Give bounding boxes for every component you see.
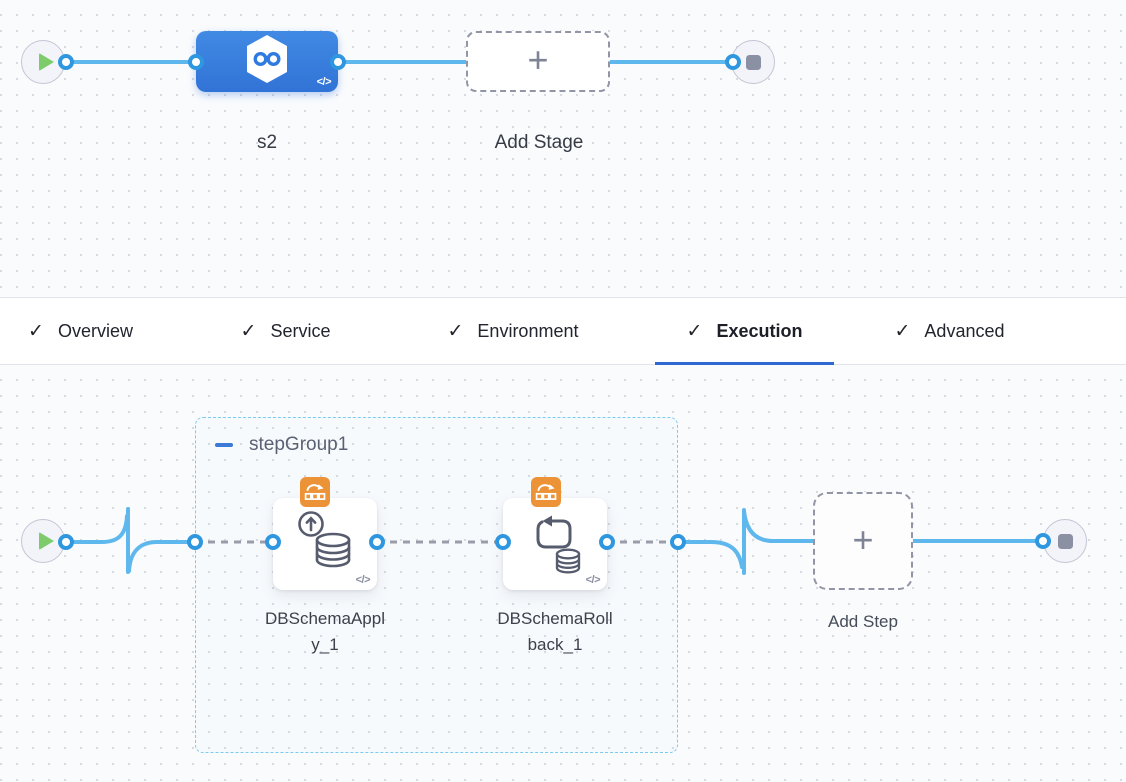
add-stage-label: Add Stage xyxy=(494,132,584,153)
tab-service[interactable]: ✓ Service xyxy=(240,320,331,342)
add-step-label: Add Step xyxy=(828,612,898,631)
stop-icon xyxy=(745,54,761,70)
check-icon: ✓ xyxy=(240,320,257,342)
execution-start-node[interactable] xyxy=(21,519,65,563)
port-step2-out[interactable] xyxy=(599,534,615,550)
add-stage-button[interactable]: + xyxy=(466,31,610,92)
db-schema-apply-icon xyxy=(296,510,354,579)
minus-icon xyxy=(215,443,233,447)
harness-cd-stage-icon xyxy=(244,34,290,89)
step-group-name: stepGroup1 xyxy=(249,434,349,455)
port-start-out[interactable] xyxy=(58,54,74,70)
port-step1-in[interactable] xyxy=(265,534,281,550)
pipeline-start-node[interactable] xyxy=(21,40,65,84)
check-icon: ✓ xyxy=(686,320,703,342)
step-group-header: stepGroup1 xyxy=(215,434,348,456)
port-group-in[interactable] xyxy=(187,534,203,550)
check-icon: ✓ xyxy=(447,320,464,342)
check-icon: ✓ xyxy=(894,320,911,342)
stop-icon xyxy=(1057,533,1073,549)
execution-graph-canvas: stepGroup1 xyxy=(0,365,1126,782)
yaml-code-icon[interactable]: </> xyxy=(316,76,332,88)
step-template-badge-icon xyxy=(531,477,561,507)
port-stage-in[interactable] xyxy=(188,54,204,70)
port-step1-out[interactable] xyxy=(369,534,385,550)
yaml-code-icon[interactable]: </> xyxy=(355,574,371,586)
step-name-label: DBSchemaRollback_1 xyxy=(497,609,613,655)
port-start-out[interactable] xyxy=(58,534,74,550)
yaml-code-icon[interactable]: </> xyxy=(585,574,601,586)
port-group-out[interactable] xyxy=(670,534,686,550)
stage-graph-canvas: </> + s2 Add Stage xyxy=(0,0,1126,297)
add-step-button[interactable]: + xyxy=(813,492,913,590)
step-dbschema-rollback[interactable]: </> xyxy=(503,498,607,590)
step-template-badge-icon xyxy=(300,477,330,507)
stage-name-label: s2 xyxy=(256,132,278,153)
db-schema-rollback-icon xyxy=(526,510,584,579)
port-end-in[interactable] xyxy=(1035,533,1051,549)
stage-config-tabbar: ✓ Overview ✓ Service ✓ Environment ✓ Exe… xyxy=(0,297,1126,365)
plus-icon: + xyxy=(852,518,874,560)
plus-icon: + xyxy=(527,39,549,80)
play-icon xyxy=(38,532,54,550)
step-name-label: DBSchemaApply_1 xyxy=(264,609,385,655)
tab-environment[interactable]: ✓ Environment xyxy=(447,320,579,342)
tab-advanced[interactable]: ✓ Advanced xyxy=(894,320,1005,342)
collapse-step-group-button[interactable] xyxy=(215,434,233,456)
play-icon xyxy=(38,53,54,71)
step-group-box[interactable]: stepGroup1 xyxy=(195,417,678,753)
active-tab-underline xyxy=(655,362,834,365)
check-icon: ✓ xyxy=(28,320,44,342)
step-dbschema-apply[interactable]: </> xyxy=(273,498,377,590)
tab-execution[interactable]: ✓ Execution xyxy=(655,298,834,365)
tab-overview[interactable]: ✓ Overview xyxy=(28,320,133,342)
port-end-in[interactable] xyxy=(725,54,741,70)
port-stage-out[interactable] xyxy=(330,54,346,70)
port-step2-in[interactable] xyxy=(495,534,511,550)
stage-node-s2[interactable]: </> xyxy=(196,31,338,92)
